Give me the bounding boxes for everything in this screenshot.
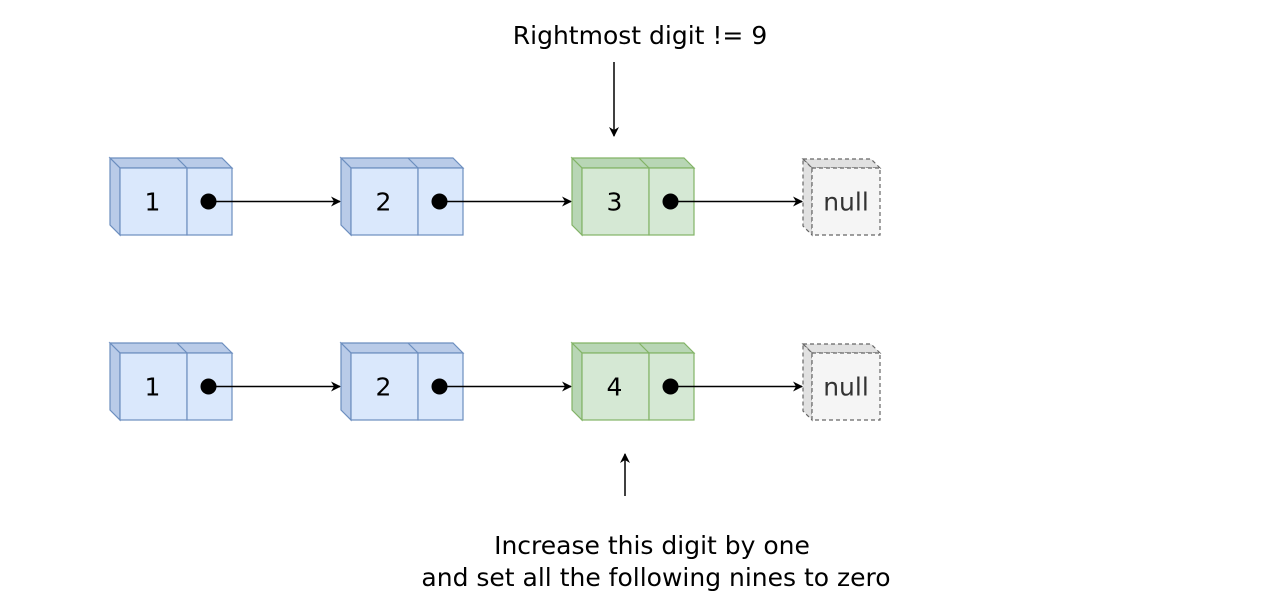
node-top-divider [407, 342, 419, 354]
top-caption: Rightmost digit != 9 [513, 21, 767, 50]
node-top-divider [638, 342, 650, 354]
node-top-face [570, 157, 696, 169]
node-side-face [571, 156, 583, 237]
node-value-cell [581, 167, 650, 236]
null-node: null [801, 157, 882, 237]
list-node: 2 [339, 156, 465, 237]
node-side-face [340, 156, 352, 237]
node-value: 2 [376, 373, 392, 402]
node-side-face [571, 341, 583, 422]
node-value-cell [581, 352, 650, 421]
null-top-face [801, 343, 882, 354]
node-top-divider [638, 157, 650, 169]
node-top-divider [407, 157, 419, 169]
node-top-face [570, 342, 696, 354]
node-value-cell [119, 167, 188, 236]
list-node: 2 [339, 341, 465, 422]
node-side-face [109, 156, 121, 237]
linked-list-row-incremented: 1 2 4 null [108, 341, 882, 422]
null-front-face [811, 167, 881, 236]
linked-list-row-original: 1 2 3 null [108, 156, 882, 237]
node-value-cell [350, 167, 419, 236]
node-value: 3 [607, 188, 623, 217]
null-side-face [802, 157, 813, 237]
null-side-face [802, 342, 813, 422]
node-value: 4 [607, 373, 623, 402]
node-value-cell [350, 352, 419, 421]
node-side-face [109, 341, 121, 422]
node-value: 1 [145, 373, 161, 402]
list-node: 1 [108, 341, 234, 422]
node-top-face [339, 157, 465, 169]
null-top-face [801, 158, 882, 169]
node-top-divider [176, 342, 188, 354]
node-value: 1 [145, 188, 161, 217]
node-value-cell [119, 352, 188, 421]
node-top-face [108, 157, 234, 169]
node-top-face [339, 342, 465, 354]
node-top-divider [176, 157, 188, 169]
bottom-caption-line1: Increase this digit by one [494, 531, 810, 560]
list-node: 1 [108, 156, 234, 237]
null-label: null [823, 373, 869, 402]
list-node: 4 [570, 341, 696, 422]
node-side-face [340, 341, 352, 422]
node-value: 2 [376, 188, 392, 217]
null-node: null [801, 342, 882, 422]
node-top-face [108, 342, 234, 354]
null-label: null [823, 188, 869, 217]
null-front-face [811, 352, 881, 421]
bottom-caption-line2: and set all the following nines to zero [421, 563, 890, 592]
list-node: 3 [570, 156, 696, 237]
